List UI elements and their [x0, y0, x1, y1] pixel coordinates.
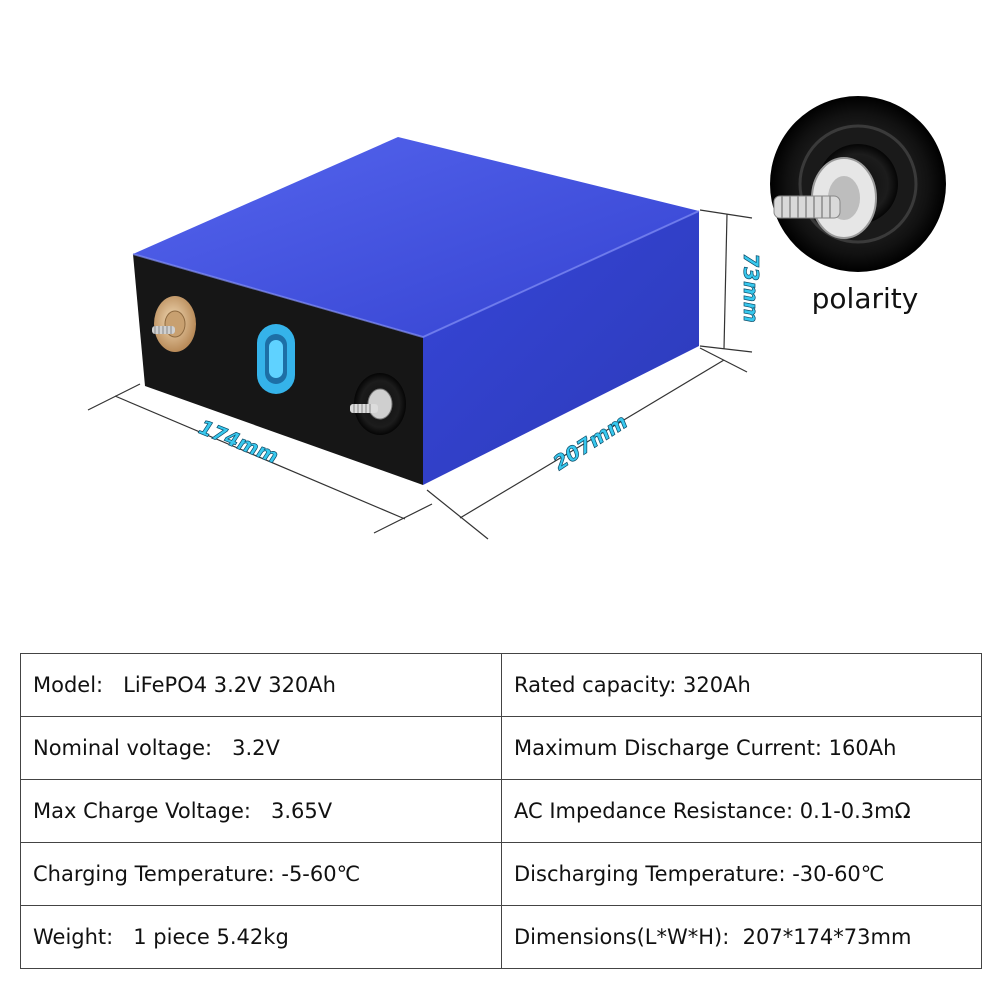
spec-cell: Max Charge Voltage: 3.65V: [20, 779, 502, 843]
spec-cell: AC Impedance Resistance: 0.1-0.3mΩ: [501, 779, 982, 843]
polarity-inset: [770, 96, 946, 272]
spec-table: Model: LiFePO4 3.2V 320Ah Rated capacity…: [20, 653, 982, 969]
dimension-lines: [87, 209, 753, 540]
spec-cell: Discharging Temperature: -30-60℃: [501, 842, 982, 906]
battery-top-face: [133, 137, 699, 337]
battery-cell: [132, 137, 700, 485]
spec-row: Model: LiFePO4 3.2V 320Ah Rated capacity…: [20, 653, 982, 717]
spec-cell: Model: LiFePO4 3.2V 320Ah: [20, 653, 502, 717]
spec-cell: Maximum Discharge Current: 160Ah: [501, 716, 982, 780]
positive-terminal-icon: [152, 296, 196, 352]
spec-row: Weight: 1 piece 5.42kg Dimensions(L*W*H)…: [20, 905, 982, 969]
height-dimension-label: 73mm: [739, 253, 763, 323]
length-dimension-label: 207mm: [549, 409, 632, 475]
spec-row: Max Charge Voltage: 3.65V AC Impedance R…: [20, 779, 982, 843]
battery-illustration: 174mm 207mm 73mm: [87, 96, 946, 540]
spec-row: Charging Temperature: -5-60℃ Discharging…: [20, 842, 982, 906]
spec-row: Nominal voltage: 3.2V Maximum Discharge …: [20, 716, 982, 780]
battery-side-face: [423, 211, 699, 485]
safety-vent-icon: [257, 324, 295, 394]
spec-cell: Nominal voltage: 3.2V: [20, 716, 502, 780]
spec-cell: Rated capacity: 320Ah: [501, 653, 982, 717]
polarity-label: polarity: [811, 282, 919, 315]
spec-cell: Weight: 1 piece 5.42kg: [20, 905, 502, 969]
negative-terminal-icon: [350, 373, 406, 435]
spec-cell: Dimensions(L*W*H): 207*174*73mm: [501, 905, 982, 969]
spec-cell: Charging Temperature: -5-60℃: [20, 842, 502, 906]
